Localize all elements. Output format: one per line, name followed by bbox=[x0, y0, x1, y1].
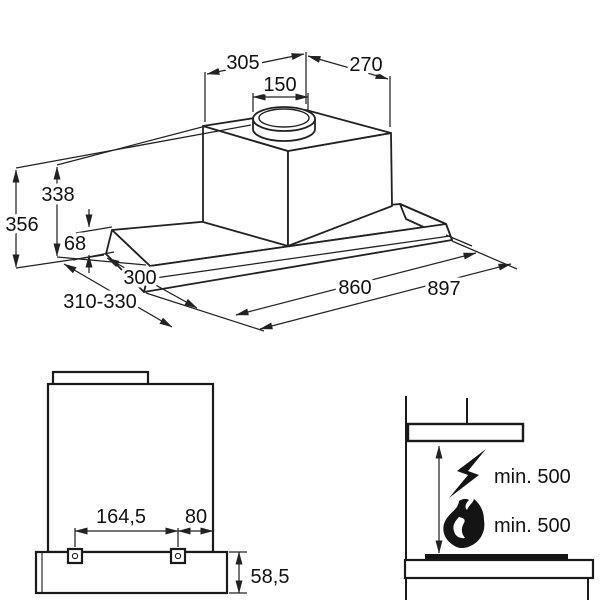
ext-width-left bbox=[145, 292, 265, 332]
front-view: 164,5 80 58,5 bbox=[34, 370, 293, 595]
dim-310-330-line bbox=[63, 263, 173, 328]
ext-860-right bbox=[445, 234, 473, 247]
dim-80-label: 80 bbox=[185, 506, 207, 528]
lightning-bolt-icon bbox=[449, 449, 486, 498]
dim-310-330-label: 310-330 bbox=[63, 291, 136, 313]
hood-side-profile bbox=[406, 422, 525, 443]
isometric-view: 150 305 270 356 338 68 300 310-330 bbox=[2, 49, 518, 332]
cooktop-surface bbox=[425, 554, 568, 560]
dim-897-label: 897 bbox=[427, 278, 460, 300]
mounting-bracket-left bbox=[66, 547, 84, 565]
hood-body bbox=[46, 382, 215, 554]
dim-164-label: 164,5 bbox=[96, 506, 146, 528]
electric-clearance-label: min. 500 bbox=[494, 466, 571, 488]
dim-305-line bbox=[206, 53, 305, 75]
dim-305-label: 305 bbox=[226, 52, 259, 74]
dim-300-label: 300 bbox=[123, 267, 156, 289]
ref-chimney-height-top bbox=[56, 126, 203, 166]
duct-inner-rim bbox=[258, 108, 310, 128]
ref-total-height-top bbox=[15, 124, 252, 169]
mounting-bracket-right bbox=[169, 547, 187, 565]
dim-270-label: 270 bbox=[349, 54, 382, 76]
ref-68-bottom bbox=[72, 251, 115, 261]
installation-view: min. 500 min. 500 bbox=[403, 396, 595, 600]
ref-68-top bbox=[75, 226, 113, 234]
flame-icon bbox=[443, 498, 485, 549]
dim-356-label: 356 bbox=[5, 214, 38, 236]
dim-68-label: 68 bbox=[64, 233, 86, 255]
dim-860-label: 860 bbox=[338, 277, 371, 299]
bracket-hole-left bbox=[71, 552, 79, 560]
counter-top bbox=[403, 558, 595, 580]
dim-338-label: 338 bbox=[41, 184, 74, 206]
dim-150-label: 150 bbox=[263, 74, 296, 96]
bracket-hole-right bbox=[174, 552, 182, 560]
visor-panel bbox=[34, 550, 229, 595]
gas-clearance-label: min. 500 bbox=[494, 515, 571, 537]
dim-270-line bbox=[307, 55, 389, 80]
dim-58-label: 58,5 bbox=[251, 566, 290, 588]
dim-897-line bbox=[259, 263, 512, 330]
